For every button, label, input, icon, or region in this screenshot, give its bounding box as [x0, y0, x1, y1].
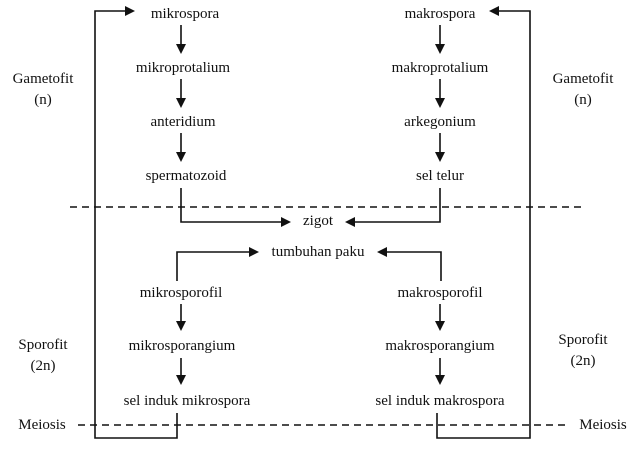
right-meiosis-loop-arrow [436, 6, 531, 439]
sporofit-right-label: Sporofit [558, 332, 608, 348]
gametofit-right-ploidy: (n) [574, 92, 592, 108]
makrosporofil-label: makrosporofil [398, 285, 483, 301]
spermatozoid-label: spermatozoid [146, 168, 227, 184]
sel-induk-makrospora-label: sel induk makrospora [375, 393, 504, 409]
gametofit-right-label: Gametofit [553, 71, 615, 87]
sporofit-left-ploidy: (2n) [31, 358, 56, 374]
mikrospora-label: mikrospora [151, 6, 220, 22]
right-sporophyte-arrows [435, 304, 445, 385]
sporofit-right-ploidy: (2n) [571, 353, 596, 369]
makrospora-label: makrospora [405, 6, 476, 22]
mikroprotalium-label: mikroprotalium [136, 60, 230, 76]
sel-induk-mikrospora-label: sel induk mikrospora [124, 393, 251, 409]
arkegonium-label: arkegonium [404, 114, 476, 130]
left-gametophyte-arrows [176, 25, 186, 162]
sel-telur-to-zigot-arrow [345, 188, 441, 227]
zigot-label: zigot [303, 213, 334, 229]
meiosis-right-label: Meiosis [579, 417, 627, 433]
left-sporophyte-arrows [176, 304, 186, 385]
right-gametophyte-arrows [435, 25, 445, 162]
spermatozoid-to-zigot-arrow [180, 188, 291, 227]
gametofit-left-ploidy: (n) [34, 92, 52, 108]
meiosis-left-label: Meiosis [18, 417, 66, 433]
mikrosporofil-label: mikrosporofil [140, 285, 223, 301]
mikrosporangium-label: mikrosporangium [129, 338, 236, 354]
makroprotalium-label: makroprotalium [392, 60, 489, 76]
sel-telur-label: sel telur [416, 168, 464, 184]
gametofit-left-label: Gametofit [13, 71, 75, 87]
mikrosporofil-to-tumbuhan-paku-arrow [176, 247, 259, 281]
tumbuhan-paku-label: tumbuhan paku [272, 244, 365, 260]
makrosporofil-to-tumbuhan-paku-arrow [377, 247, 442, 281]
makrosporangium-label: makrosporangium [385, 338, 494, 354]
sporofit-left-label: Sporofit [18, 337, 68, 353]
anteridium-label: anteridium [151, 114, 216, 130]
left-meiosis-loop-arrow [94, 6, 178, 439]
